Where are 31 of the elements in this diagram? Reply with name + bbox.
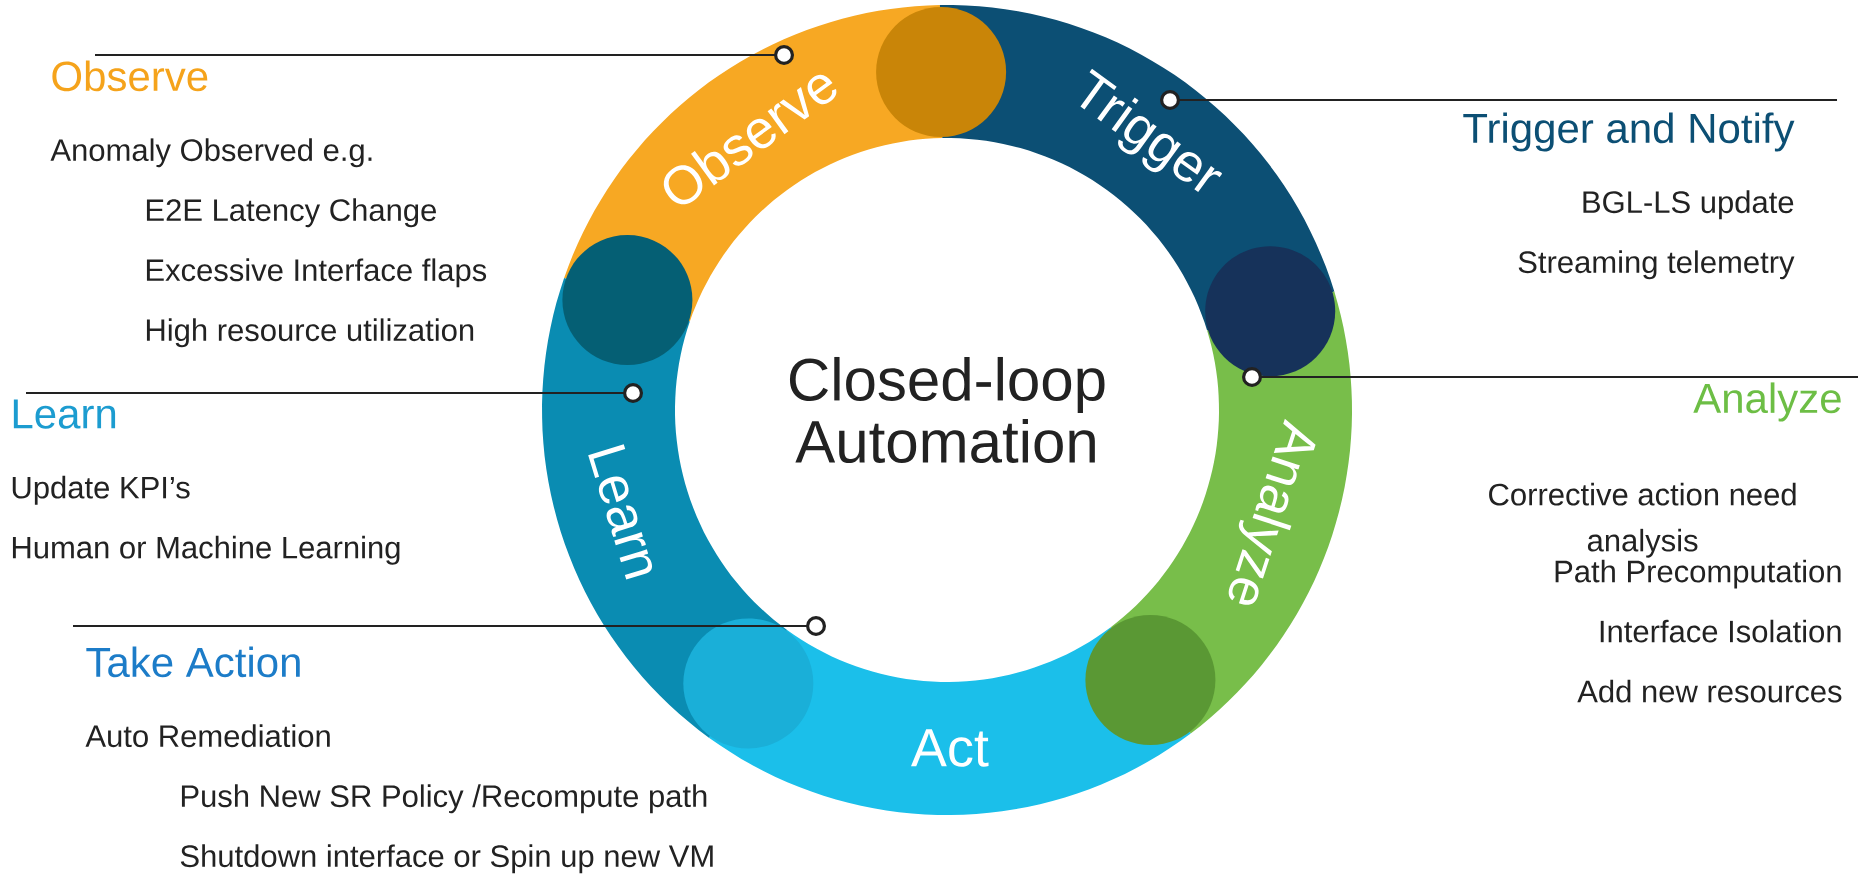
heading: Trigger and Notify bbox=[1463, 112, 1795, 152]
list-item: Excessive Interface flaps bbox=[146, 258, 487, 288]
list-item: BGL-LS update bbox=[1583, 190, 1794, 220]
list-item: Path Precomputation bbox=[1555, 559, 1841, 589]
joint-circle bbox=[876, 7, 1007, 138]
heading: Observe bbox=[52, 60, 208, 92]
center-title: Closed-loop Automation bbox=[789, 356, 1105, 464]
joint-circle bbox=[683, 618, 814, 749]
list-item: Push New SR Policy /Recompute path bbox=[181, 784, 707, 814]
leader-line bbox=[72, 616, 826, 636]
list-item: Corrective action need analysis bbox=[1489, 482, 1796, 558]
list-item: E2E Latency Change bbox=[146, 198, 436, 228]
joint-circle bbox=[1205, 246, 1336, 377]
list-item: High resource utilization bbox=[146, 318, 474, 348]
joint-circle bbox=[1085, 614, 1216, 745]
list-item: Shutdown interface or Spin up new VM bbox=[180, 844, 713, 874]
heading: Take Action bbox=[86, 646, 300, 678]
leader-line bbox=[94, 45, 794, 65]
list-item: Streaming telemetry bbox=[1518, 250, 1795, 280]
heading: Analyze bbox=[1693, 382, 1841, 422]
leader-line bbox=[25, 383, 643, 403]
list-item: Human or Machine Learning bbox=[12, 535, 400, 565]
list-item: Auto Remediation bbox=[85, 724, 330, 748]
leader-line bbox=[1160, 90, 1838, 110]
list-item: Update KPI’s bbox=[12, 475, 190, 505]
list-item: Anomaly Observed e.g. bbox=[50, 138, 372, 168]
list-item: Interface Isolation bbox=[1600, 619, 1841, 643]
heading: Learn bbox=[13, 399, 116, 429]
leader-line bbox=[1242, 367, 1858, 387]
list-item: Add new resources bbox=[1577, 679, 1842, 703]
joint-circle bbox=[562, 235, 693, 365]
